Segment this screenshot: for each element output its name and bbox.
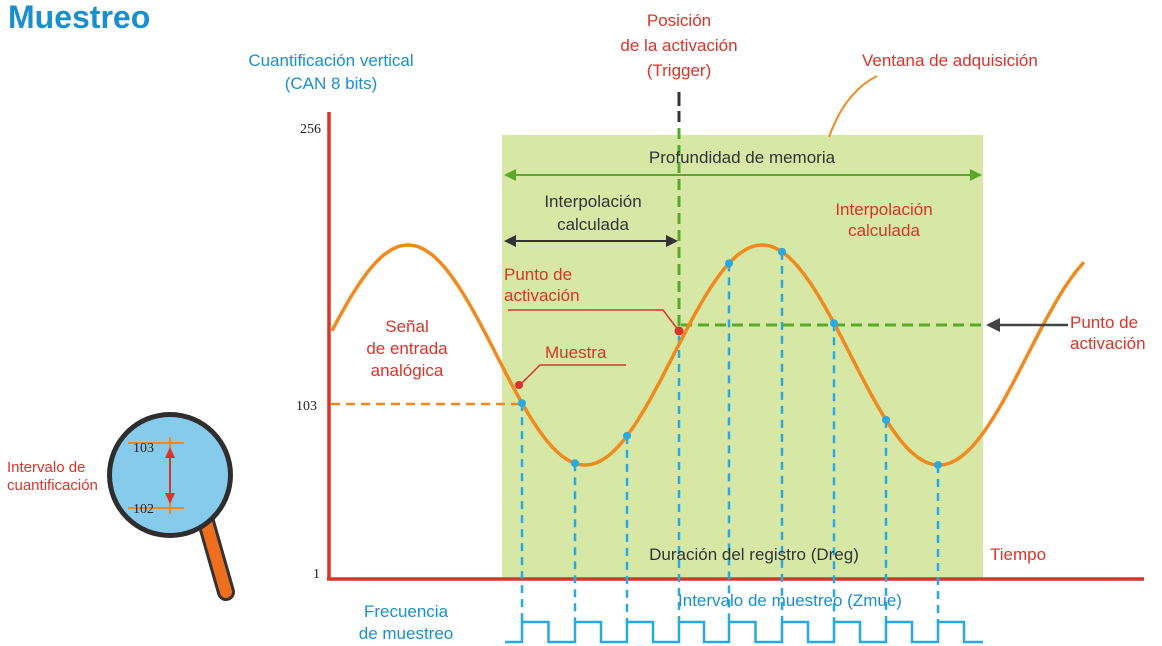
time-label: Tiempo [990,545,1046,564]
tick-1: 1 [313,567,320,582]
trigger-point-inner-leader [508,309,680,332]
diagram-title: Muestreo [8,0,150,35]
trigger-position-line1: Posición [647,11,711,30]
trigger-point-inner-line1: Punto de [504,265,572,284]
sample-leader-dot [515,381,523,389]
y-axis-label-line1: Cuantificación vertical [248,51,413,70]
sample-dot [934,460,942,469]
analog-input-line2: de entrada [366,339,448,358]
magnifier-label-line2: cuantificación [7,477,98,494]
tick-103: 103 [296,399,317,414]
interp-left-arrowhead-left [504,235,516,247]
acquisition-window [502,135,983,579]
magnifier-label-line1: Intervalo de [7,459,85,476]
interp-left-line1: Interpolación [544,192,641,211]
sample-dot [778,247,786,256]
sample-dot [518,399,526,408]
sample-dot [571,459,579,468]
sample-dots [518,247,942,469]
magnifier-arrowhead-up [165,447,175,458]
trigger-position-line2: de la activación [620,36,737,55]
acquisition-window-label: Ventana de adquisición [862,51,1038,70]
interp-right-line1: Interpolación [835,200,932,219]
trigger-position-line3: (Trigger) [647,61,712,80]
trigger-point-dot [674,326,684,336]
analog-input-line1: Señal [385,317,428,336]
memory-depth-arrowhead-left [504,169,516,181]
record-duration-label: Duración del registro (Dreg) [649,545,859,564]
trigger-point-outer-arrowhead [986,318,1000,332]
memory-depth-label: Profundidad de memoria [649,148,836,167]
magnifier-arrowhead-down [165,493,175,504]
sample-dot [882,415,890,424]
sample-interval-label: Intervalo de muestreo (Zmue) [678,591,902,610]
sample-label: Muestra [545,343,607,362]
magnifier-value-103: 103 [133,441,154,456]
analog-signal [330,243,1086,467]
trigger-point-outer-line1: Punto de [1070,313,1138,332]
sampling-clock-wave [505,620,983,644]
sample-lines [520,251,940,622]
interp-right-line2: calculada [848,221,920,240]
sample-dot [725,259,733,268]
y-axis-label-line2: (CAN 8 bits) [285,74,378,93]
sample-dot [623,431,631,440]
trigger-point-inner-line2: activación [504,286,580,305]
sampling-frequency-line1: Frecuencia [364,602,449,621]
magnifier-value-102: 102 [133,502,154,517]
interp-left-line2: calculada [557,215,629,234]
magnifier: 103 102 Intervalo de cuantificación [7,412,235,601]
trigger-point-outer-line2: activación [1070,334,1146,353]
memory-depth-arrowhead-right [970,169,982,181]
acquisition-window-leader [828,75,878,138]
interp-left-arrowhead-right [666,235,678,247]
sample-dot [830,319,838,328]
tick-256: 256 [300,122,321,137]
analog-input-line3: analógica [371,361,444,380]
sampling-frequency-line2: de muestreo [359,624,454,643]
sample-leader [519,364,626,386]
